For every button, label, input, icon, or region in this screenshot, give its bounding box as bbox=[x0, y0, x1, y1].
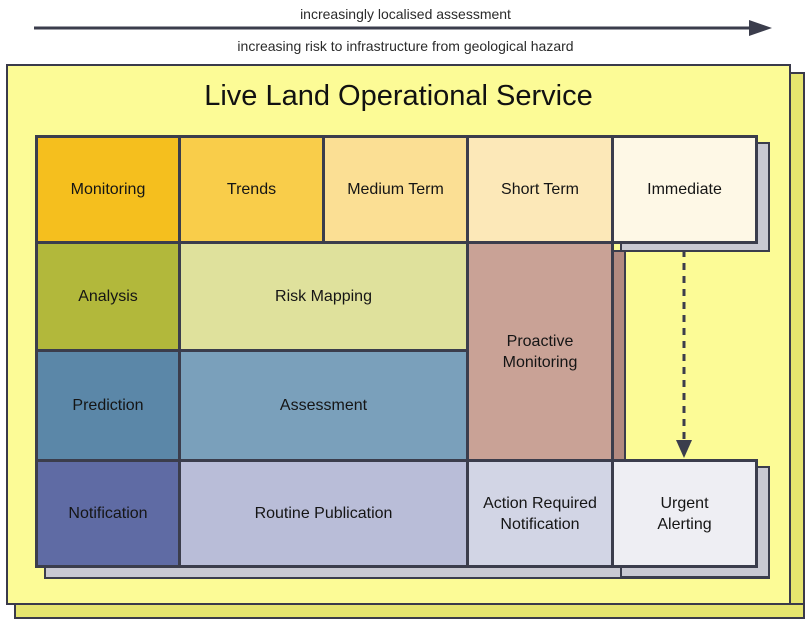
cell-trends-label: Trends bbox=[226, 181, 277, 198]
cell-assessment: Assessment bbox=[178, 349, 469, 462]
action-required-line2: Notification bbox=[500, 515, 580, 533]
cell-assessment-label: Assessment bbox=[279, 397, 368, 414]
cell-proactive-monitoring: Proactive Monitoring bbox=[466, 241, 614, 462]
cell-trends: Trends bbox=[178, 135, 325, 244]
cell-notification-label: Notification bbox=[68, 505, 148, 522]
cell-medium-term-label: Medium Term bbox=[347, 181, 444, 198]
proactive-monitoring-line1: Proactive bbox=[506, 332, 574, 350]
action-required-line1: Action Required bbox=[483, 494, 597, 512]
cell-monitoring: Monitoring bbox=[35, 135, 181, 244]
cell-risk-mapping-label: Risk Mapping bbox=[275, 288, 372, 305]
cell-risk-mapping: Risk Mapping bbox=[178, 241, 469, 352]
localised-assessment-label: increasingly localised assessment bbox=[300, 6, 511, 22]
localisation-arrow-head bbox=[749, 20, 772, 36]
cell-short-term: Short Term bbox=[466, 135, 614, 244]
cell-prediction: Prediction bbox=[35, 349, 181, 462]
cell-medium-term: Medium Term bbox=[322, 135, 469, 244]
cell-routine-publication: Routine Publication bbox=[178, 459, 469, 568]
cell-urgent-alerting: Urgent Alerting bbox=[611, 459, 758, 568]
panel-side-bottom bbox=[14, 603, 805, 619]
infrastructure-risk-label: increasing risk to infrastructure from g… bbox=[237, 38, 574, 54]
cell-routine-publication-label: Routine Publication bbox=[254, 505, 393, 522]
cell-prediction-label: Prediction bbox=[72, 397, 144, 414]
cell-analysis-label: Analysis bbox=[78, 288, 138, 305]
cell-notification: Notification bbox=[35, 459, 181, 568]
proactive-monitoring-line2: Monitoring bbox=[502, 353, 578, 371]
cell-short-term-label: Short Term bbox=[501, 181, 579, 198]
panel-title: Live Land Operational Service bbox=[204, 80, 593, 112]
urgent-alerting-line2: Alerting bbox=[657, 515, 712, 533]
cell-analysis: Analysis bbox=[35, 241, 181, 352]
cell-immediate-label: Immediate bbox=[647, 181, 722, 198]
cell-monitoring-label: Monitoring bbox=[70, 181, 146, 198]
cell-action-required-notification: Action Required Notification bbox=[466, 459, 614, 568]
panel-side-right bbox=[789, 72, 805, 615]
cell-immediate: Immediate bbox=[611, 135, 758, 244]
urgent-alerting-line1: Urgent bbox=[660, 494, 709, 512]
